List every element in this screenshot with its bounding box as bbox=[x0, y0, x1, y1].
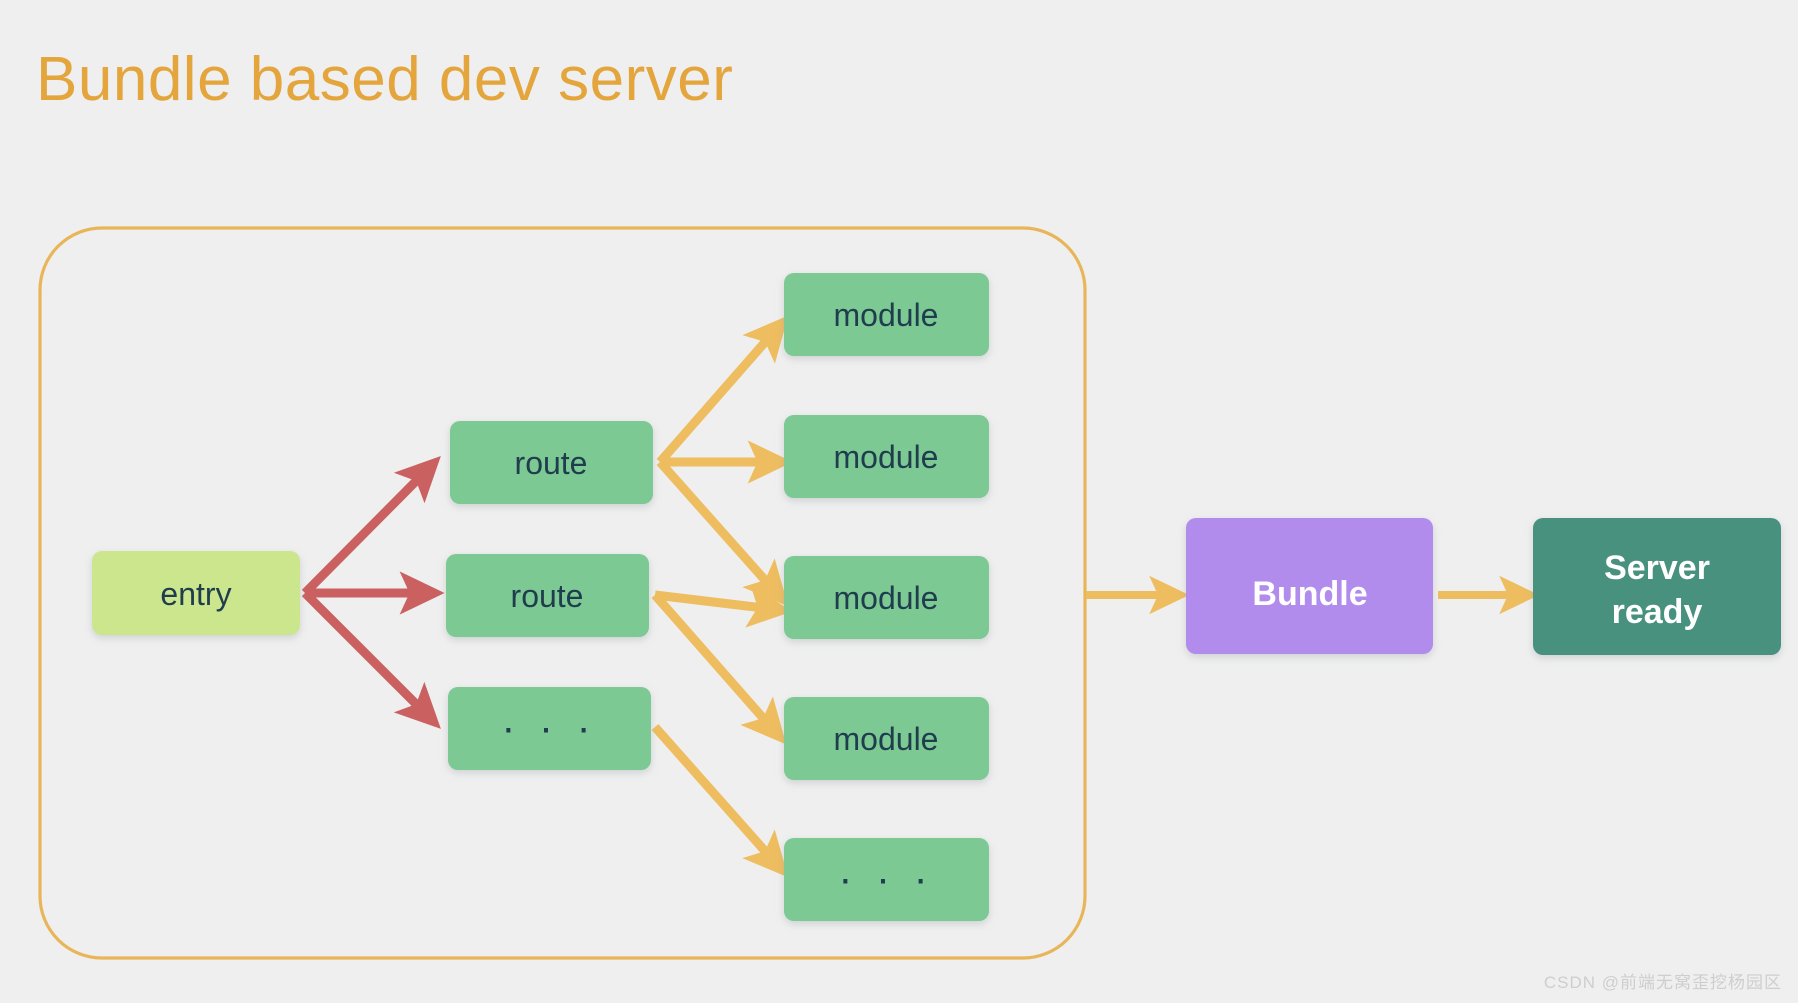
edge-entry-to-route-3 bbox=[301, 589, 441, 729]
node-entry[interactable]: entry bbox=[92, 551, 300, 635]
node-route-2[interactable]: route bbox=[446, 554, 649, 637]
node-module-5-label: · · · bbox=[838, 855, 933, 902]
node-route-2-label: route bbox=[511, 578, 584, 614]
edge-entry-to-route-1 bbox=[301, 456, 441, 597]
node-entry-box[interactable] bbox=[92, 551, 300, 635]
node-module-1-box[interactable] bbox=[784, 273, 989, 356]
node-route-3-ellipsis[interactable]: · · · bbox=[448, 687, 651, 770]
node-route-2-box[interactable] bbox=[446, 554, 649, 637]
node-route-1-box[interactable] bbox=[450, 421, 653, 504]
node-module-5-box[interactable] bbox=[784, 838, 989, 921]
edge-route2-to-module3 bbox=[654, 584, 793, 628]
node-module-2-label: module bbox=[834, 439, 939, 475]
edge-route3-to-module5 bbox=[651, 724, 789, 878]
node-route-3-box[interactable] bbox=[448, 687, 651, 770]
node-entry-label: entry bbox=[160, 576, 231, 612]
node-bundle-label: Bundle bbox=[1252, 575, 1367, 613]
edge-route1-to-module1 bbox=[656, 315, 789, 465]
edge-route2-to-module4 bbox=[651, 592, 787, 745]
bundle-scope-container bbox=[38, 226, 1087, 960]
node-module-5-ellipsis[interactable]: · · · bbox=[784, 838, 989, 921]
node-server-ready-label-line1: Server bbox=[1604, 549, 1710, 587]
node-module-1-label: module bbox=[834, 297, 939, 333]
csdn-watermark: CSDN @前端无窝歪挖杨园区 bbox=[1543, 973, 1782, 992]
node-module-3-box[interactable] bbox=[784, 556, 989, 639]
node-route-1-label: route bbox=[515, 445, 588, 481]
node-server-ready-label-line2: ready bbox=[1612, 593, 1703, 631]
node-module-4-label: module bbox=[834, 721, 939, 757]
node-module-4[interactable]: module bbox=[784, 697, 989, 780]
node-server-ready-box[interactable] bbox=[1533, 518, 1781, 655]
node-module-4-box[interactable] bbox=[784, 697, 989, 780]
edge-route1-to-module3 bbox=[656, 459, 789, 607]
node-module-3-label: module bbox=[834, 580, 939, 616]
node-module-1[interactable]: module bbox=[784, 273, 989, 356]
edge-group-routes-to-modules bbox=[651, 315, 793, 878]
node-route-3-label: · · · bbox=[501, 704, 596, 751]
node-route-1[interactable]: route bbox=[450, 421, 653, 504]
node-module-2[interactable]: module bbox=[784, 415, 989, 498]
node-server-ready[interactable]: Server ready bbox=[1533, 518, 1781, 655]
node-module-3[interactable]: module bbox=[784, 556, 989, 639]
node-bundle-box[interactable] bbox=[1186, 518, 1433, 654]
edge-group-entry-to-routes bbox=[301, 456, 445, 729]
node-module-2-box[interactable] bbox=[784, 415, 989, 498]
page-title: Bundle based dev server bbox=[36, 45, 734, 114]
node-bundle[interactable]: Bundle bbox=[1186, 518, 1433, 654]
